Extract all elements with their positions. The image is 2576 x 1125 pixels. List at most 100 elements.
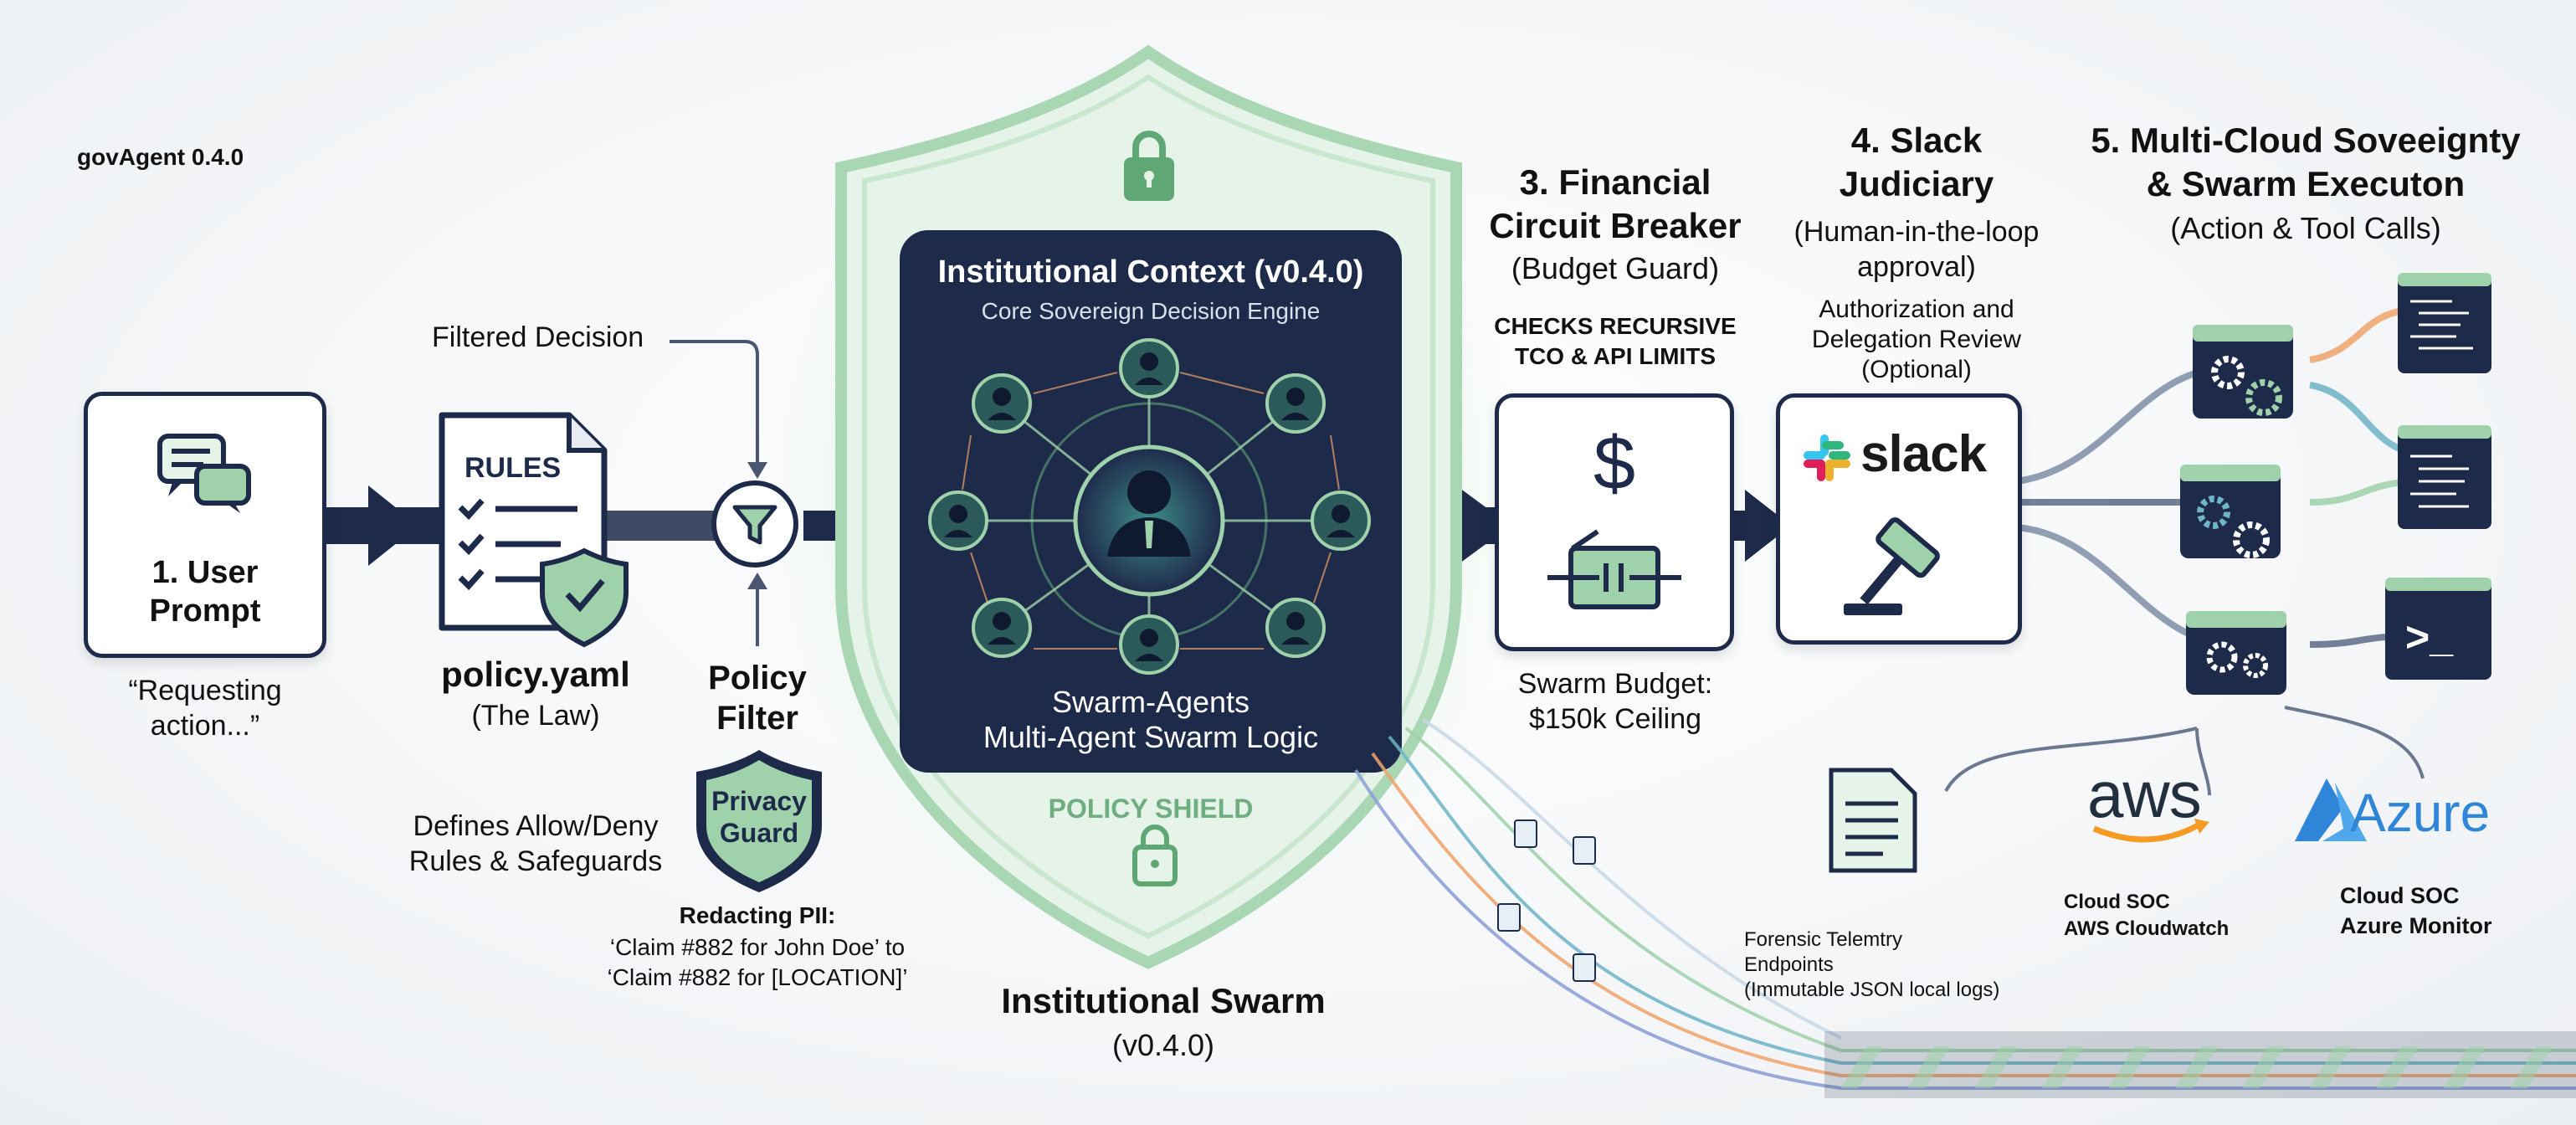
slack-sub-2: approval) [1857,251,1976,283]
agent-node-8 [1265,598,1326,658]
agent-node-3 [1265,373,1326,434]
institutional-swarm-title: Institutional Swarm [1001,981,1326,1020]
multicloud-title-1: 5. Multi-Cloud Soveeignty [2091,121,2521,160]
app-label: govAgent 0.4.0 [77,144,244,170]
slack-sub-1: (Human-in-the-loop [1793,216,2040,248]
agent-node-2 [1119,338,1179,398]
policy-yaml-title: policy.yaml [441,655,630,694]
user-prompt-title-2: Prompt [149,593,261,629]
flow-arrow-3 [1456,485,1511,566]
institutional-context-title: Institutional Context (v0.4.0) [937,254,1364,290]
policy-filter-title-1: Policy [708,660,807,696]
privacy-arrowhead [747,573,767,589]
log-rail-stripes [1841,1046,2553,1088]
aws-line1: Cloud SOC [2064,891,2170,913]
telemetry-stream [1354,718,2576,1090]
funnel-icon [732,505,777,545]
slack-card: slack [1776,393,2022,645]
filtered-decision-arrowhead [747,462,767,479]
agent-node-7 [1119,614,1179,675]
gear-card-3 [2186,611,2286,695]
privacy-guard-line2: Guard [719,818,799,848]
forensic-line1: Forensic Telemtry [1744,928,1902,951]
gavel-icon [1844,517,1940,615]
code-window-2 [2398,425,2491,529]
aws-smile-icon [2092,821,2201,843]
financial-card: $ [1495,393,1734,651]
gear-card-1 [2193,325,2293,419]
slack-auth-1: Authorization and [1819,295,2014,323]
slack-title-2: Judiciary [1839,164,1994,203]
agent-node-1 [972,373,1032,434]
flow-arrow-1 [368,485,418,566]
flow-band-2 [603,511,720,541]
agent-node-5 [1311,491,1371,551]
flow-arrow-4 [1745,490,1791,562]
azure-logo-text: Azure [2350,783,2491,843]
institutional-context-subtitle: Core Sovereign Decision Engine [981,298,1321,324]
policy-document-icon [439,412,629,648]
financial-checks-2: TCO & API LIMITS [1514,343,1716,369]
filtered-decision-connector [670,340,759,465]
financial-title-1: 3. Financial [1519,162,1711,202]
budget-line2: $150k Ceiling [1528,703,1702,735]
policy-filter-title-2: Filter [716,700,798,737]
agent-node-4 [928,491,988,551]
privacy-guard-shield [696,750,822,892]
budget-line1: Swarm Budget: [1517,668,1713,700]
slack-auth-3: (Optional) [1861,356,1972,383]
forensic-line2: Endpoints [1744,953,1834,976]
multicloud-title-2: & Swarm Executon [2146,164,2466,203]
user-prompt-card: 1. User Prompt [84,392,326,658]
privacy-guard-line1: Privacy [711,786,807,816]
bottom-lock-icon [1132,824,1178,886]
aws-arrow-icon [2194,819,2209,834]
policy-desc-1: Defines Allow/Deny [413,810,659,842]
financial-title-2: Circuit Breaker [1489,206,1742,245]
swarm-links-outer [962,372,1340,650]
aws-line2: AWS Cloudwatch [2064,917,2230,940]
chat-bubbles-icon [157,434,251,513]
user-prompt-title-1: 1. User [151,555,259,590]
central-agent-icon [1107,470,1191,557]
redact-line1: ‘Claim #882 for John Doe’ to [609,934,906,960]
slack-auth-2: Delegation Review [1811,326,2022,353]
slack-logo-text: slack [1860,425,1987,483]
cloud-connectors [1944,706,2425,796]
financial-checks-1: CHECKS RECURSIVE [1494,313,1737,339]
azure-logo-icon [2295,778,2343,841]
aws-logo-text: aws [2087,758,2202,831]
slack-logo-icon [1804,434,1850,481]
swarm-agents-label: Swarm-Agents [1051,685,1250,719]
policy-yaml-subtitle: (The Law) [471,700,600,732]
policy-filter-node [711,480,798,568]
rules-label: RULES [464,452,562,484]
azure-line2: Azure Monitor [2340,913,2492,938]
financial-subtitle: (Budget Guard) [1511,251,1720,285]
top-lock-icon [1124,131,1174,201]
agent-node-6 [972,598,1032,658]
dollar-icon: $ [1593,422,1636,506]
user-prompt-caption-1: “Requesting [128,675,282,706]
policy-shield-inner [862,74,1435,939]
forensic-doc-icon [1829,768,1917,873]
azure-logo-icon-2 [2322,783,2367,841]
slack-title-1: 4. Slack [1850,121,1983,160]
azure-line1: Cloud SOC [2340,883,2460,908]
circuit-breaker-icon [1547,529,1681,609]
policy-shield-label: POLICY SHIELD [1048,794,1254,824]
policy-desc-2: Rules & Safeguards [408,845,663,877]
gear-card-2 [2180,465,2281,558]
swarm-logic-label: Multi-Agent Swarm Logic [983,720,1319,754]
terminal-prompt-icon: >_ [2405,614,2454,660]
redact-line2: ‘Claim #882 for [LOCATION]’ [607,964,908,990]
user-prompt-caption-2: action...” [150,710,260,742]
redact-title: Redacting PII: [679,902,836,928]
institutional-swarm-version: (v0.4.0) [1111,1028,1215,1062]
forensic-line3: (Immutable JSON local logs) [1744,979,2000,1001]
terminal-window [2385,578,2491,680]
multicloud-subtitle: (Action & Tool Calls) [2170,211,2441,245]
code-window-1 [2398,273,2491,373]
